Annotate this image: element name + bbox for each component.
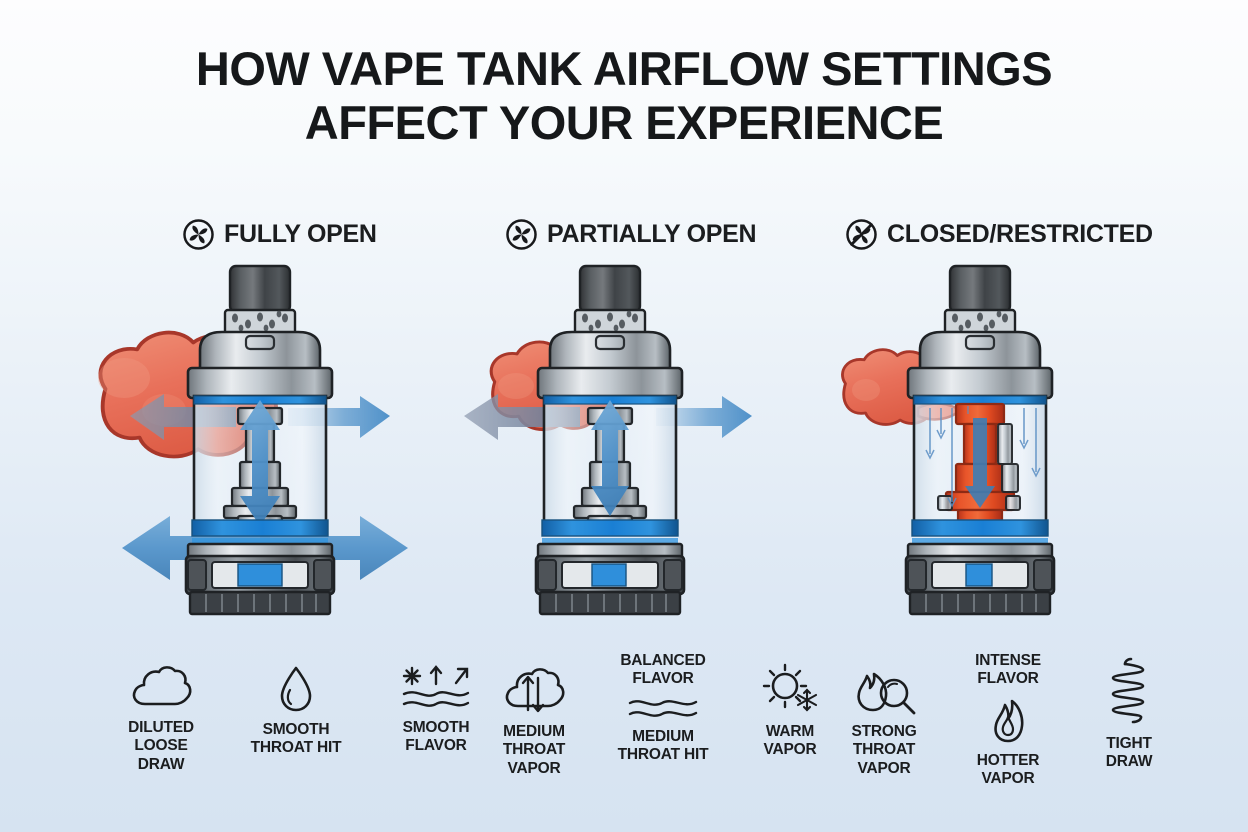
feature-label: WARM VAPOR <box>763 723 817 759</box>
feature-top-label: INTENSE FLAVOR <box>975 652 1041 688</box>
feature-smooth-throat-hit: SMOOTH THROAT HIT <box>246 664 346 758</box>
features-closed-restricted: STRONG THROAT VAPOR INTENSE FLAVOR HOTTE… <box>838 652 1172 788</box>
droplet-icon <box>280 666 312 712</box>
cloud-updown-icon <box>505 668 565 713</box>
tank-body <box>534 264 686 616</box>
vape-tank-fully-open <box>98 264 408 616</box>
internal-airflow-arrow <box>591 400 629 516</box>
feature-label: HOTTER VAPOR <box>976 751 1040 787</box>
feature-diluted-loose-draw: DILUTED LOOSE DRAW <box>118 664 204 774</box>
feature-tight-draw: TIGHT DRAW <box>1086 652 1172 772</box>
column-header-closed-restricted: CLOSED/RESTRICTED <box>845 218 1153 251</box>
fan-blocked-icon <box>846 219 877 250</box>
tank-body <box>184 264 336 616</box>
restricted-airflow-streaks <box>925 406 1041 508</box>
column-header-label: PARTIALLY OPEN <box>547 220 757 248</box>
vape-tank-partially-open <box>464 264 752 616</box>
column-header-partially-open: PARTIALLY OPEN <box>505 218 757 251</box>
feature-label: STRONG THROAT VAPOR <box>851 723 917 777</box>
feature-label: SMOOTH THROAT HIT <box>250 721 342 757</box>
feature-top-label: BALANCED FLAVOR <box>620 652 706 688</box>
flame-icon <box>994 699 1024 742</box>
airflow-window-closed <box>965 563 993 587</box>
airflow-window-partial <box>591 563 627 587</box>
airflow-arrow-right-mid <box>288 396 390 438</box>
feature-label: MEDIUM THROAT VAPOR <box>502 723 566 777</box>
feature-intense-flavor: INTENSE FLAVOR HOTTER VAPOR <box>960 652 1056 788</box>
feature-label: TIGHT DRAW <box>1105 735 1153 771</box>
feature-warm-vapor: WARM VAPOR <box>746 652 834 760</box>
feature-medium-throat-vapor: MEDIUM THROAT VAPOR <box>488 652 580 778</box>
column-header-fully-open: FULLY OPEN <box>182 218 377 251</box>
feature-balanced-flavor: BALANCED FLAVOR MEDIUM THROAT HIT <box>608 652 718 764</box>
column-header-label: CLOSED/RESTRICTED <box>887 220 1153 248</box>
airflow-window-open <box>237 563 283 587</box>
waves-icon <box>628 699 698 717</box>
restricted-flow-arrow <box>965 418 995 508</box>
features-fully-open: DILUTED LOOSE DRAW SMOOTH THROAT HIT <box>118 664 484 774</box>
coil-icon <box>1111 657 1145 724</box>
title-line-2: AFFECT YOUR EXPERIENCE <box>304 95 944 149</box>
tank-body <box>904 264 1056 616</box>
airflow-waves-icon <box>402 665 470 707</box>
vapor-exit-arrow-left <box>464 394 580 440</box>
feature-strong-throat-vapor: STRONG THROAT VAPOR <box>838 652 930 778</box>
feature-smooth-flavor: SMOOTH FLAVOR <box>388 664 484 756</box>
sun-snowflake-icon <box>762 663 818 712</box>
feature-label: MEDIUM THROAT HIT <box>617 727 709 763</box>
airflow-arrow-right-wide <box>260 516 408 580</box>
feature-label: SMOOTH FLAVOR <box>402 719 470 755</box>
vapor-exit-arrow-left <box>130 394 236 440</box>
airflow-arrow-right-mid <box>656 396 752 438</box>
fan-icon <box>183 219 214 250</box>
features-partially-open: MEDIUM THROAT VAPOR BALANCED FLAVOR MEDI… <box>488 652 834 778</box>
column-header-label: FULLY OPEN <box>224 220 377 248</box>
cloud-icon <box>132 666 192 706</box>
page-title: HOW VAPE TANK AIRFLOW SETTINGS AFFECT YO… <box>0 42 1248 149</box>
title-line-1: HOW VAPE TANK AIRFLOW SETTINGS <box>195 42 1053 95</box>
feature-label: DILUTED LOOSE DRAW <box>128 719 194 773</box>
fan-icon <box>506 219 537 250</box>
vape-tank-closed-restricted <box>841 264 1056 616</box>
internal-airflow-arrow <box>240 400 280 526</box>
flame-magnifier-icon <box>857 672 916 715</box>
